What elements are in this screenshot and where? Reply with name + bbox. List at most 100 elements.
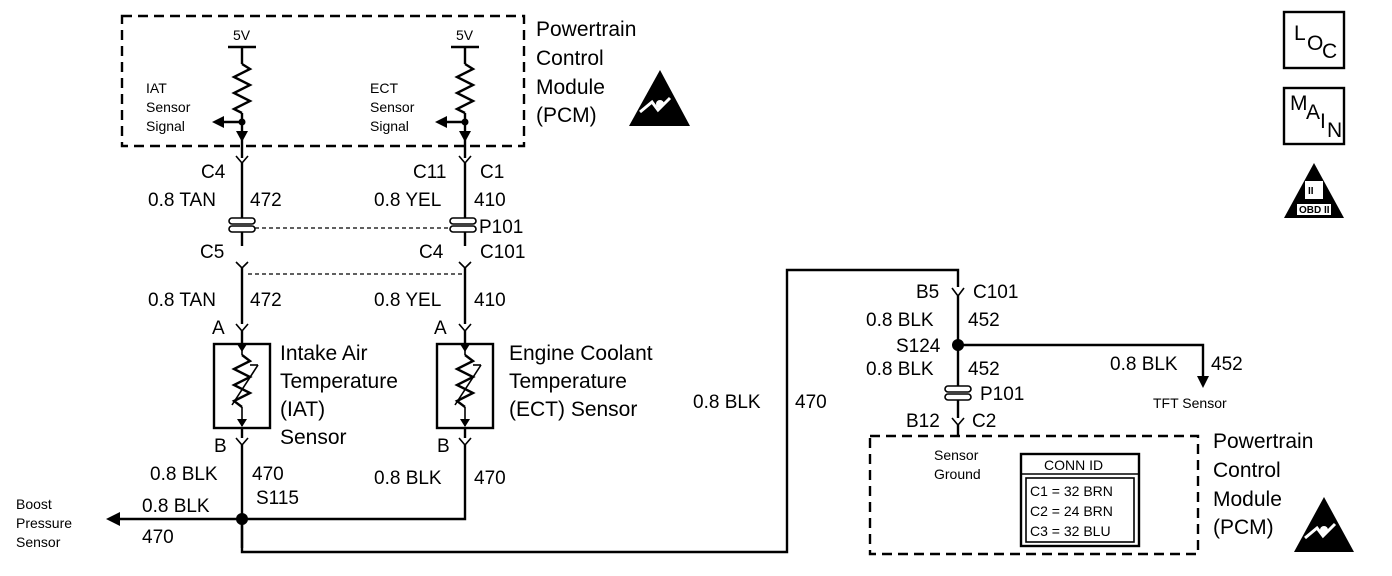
- ect-thermistor-icon: [435, 342, 495, 430]
- right-bottom-pin: B12: [906, 411, 940, 432]
- pcm-top-title-3: Module: [536, 76, 605, 99]
- ect-sensor-name-3: (ECT) Sensor: [509, 398, 637, 421]
- iat-signal-label-2: Sensor: [146, 99, 191, 115]
- ground-run-470: 0.8 BLK 470: [240, 268, 960, 554]
- boost-sensor-circuit: Boost Pressure Sensor 0.8 BLK 470: [16, 496, 242, 550]
- ect-ground-wire-path: [242, 445, 467, 521]
- right-top-pin: B5: [916, 282, 939, 303]
- ect-inline-connector: [449, 217, 477, 233]
- boost-label-2: Pressure: [16, 515, 72, 531]
- ect-pin-a: A: [434, 318, 447, 339]
- ect-wire-lower: 0.8 YEL: [374, 290, 441, 311]
- right-bottom-connector: C2: [972, 411, 996, 432]
- ect-5v-label: 5V: [456, 27, 474, 43]
- tft-wire-path: [958, 343, 1205, 380]
- pcm-top-title-2: Control: [536, 47, 604, 70]
- ect-ground-circuit: 470: [474, 468, 506, 489]
- ect-inline-pin: C4: [419, 242, 444, 263]
- ect-inline-connector-id: C101: [480, 242, 525, 263]
- iat-circuit-lower: 472: [250, 290, 282, 311]
- loc-letter-o: O: [1307, 32, 1323, 55]
- sensor-ground-label-1: Sensor: [934, 447, 979, 463]
- main-letter-n: N: [1327, 119, 1342, 142]
- loc-letter-c: C: [1322, 40, 1337, 63]
- ect-signal-label-3: Signal: [370, 118, 409, 134]
- iat-splice-label: S115: [256, 488, 299, 509]
- pcm-bottom-title-2: Control: [1213, 459, 1281, 482]
- tft-wire: 0.8 BLK: [1110, 354, 1178, 375]
- obd-label: OBD II: [1299, 205, 1330, 216]
- boost-wire: 0.8 BLK: [142, 496, 210, 517]
- iat-inline-connector-label: C5: [200, 242, 224, 263]
- iat-pin-b: B: [214, 436, 227, 457]
- iat-wire-upper: 0.8 TAN: [148, 190, 216, 211]
- ect-pcm-connector-id: C1: [480, 162, 504, 183]
- ect-circuit: C11 C1 0.8 YEL 410 P101 C4 C101 0.8 YEL …: [242, 155, 653, 521]
- conn-id-row-1: C1 = 32 BRN: [1030, 483, 1113, 499]
- pcm-top-title-1: Powertrain: [536, 18, 636, 41]
- conn-id-row-2: C2 = 24 BRN: [1030, 503, 1113, 519]
- pcm-top-title-4: (PCM): [536, 104, 597, 127]
- iat-wire-lower: 0.8 TAN: [148, 290, 216, 311]
- ect-pullup-resistor: 5V: [435, 27, 479, 158]
- conn-id-title: CONN ID: [1044, 457, 1103, 473]
- iat-ground-circuit: 470: [252, 464, 284, 485]
- right-circuit: B5 C101 0.8 BLK 452 S124 0.8 BLK 452 TFT…: [866, 282, 1243, 436]
- boost-label-3: Sensor: [16, 534, 61, 550]
- tft-label: TFT Sensor: [1153, 395, 1227, 411]
- tft-connector-arrow-icon: [1197, 376, 1209, 388]
- right-inline-connector-name: P101: [980, 384, 1024, 405]
- right-wire-1: 0.8 BLK: [866, 310, 934, 331]
- iat-pullup-resistor: 5V: [212, 27, 256, 158]
- ect-ground-wire: 0.8 BLK: [374, 468, 442, 489]
- iat-pcm-connector: C4: [201, 162, 226, 183]
- loc-icon: L O C: [1282, 10, 1346, 70]
- pcm-bottom-outline: [868, 434, 1200, 556]
- main-icon: M A I N: [1282, 86, 1346, 146]
- iat-circuit-upper: 472: [250, 190, 282, 211]
- right-wire-2: 0.8 BLK: [866, 359, 934, 380]
- iat-sensor-name-1: Intake Air: [280, 342, 368, 365]
- boost-connector-arrow-icon: [106, 512, 120, 526]
- main-letter-m: M: [1290, 92, 1308, 115]
- main-letter-a: A: [1306, 101, 1320, 124]
- boost-label-1: Boost: [16, 496, 52, 512]
- obd-glyph: II: [1308, 186, 1314, 197]
- pcm-top-outline: [120, 14, 526, 148]
- iat-sensor-name-2: Temperature: [280, 370, 398, 393]
- boost-circuit: 470: [142, 527, 174, 548]
- right-inline-connector: [944, 385, 972, 401]
- iat-circuit: C4 0.8 TAN 472 C5 0.8 TAN 472 A Intake A…: [148, 155, 398, 548]
- esd-warning-icon: [1294, 497, 1354, 552]
- sensor-ground-label-2: Ground: [934, 466, 981, 482]
- ect-sensor-name-2: Temperature: [509, 370, 627, 393]
- conn-id-table: CONN ID C1 = 32 BRN C2 = 24 BRN C3 = 32 …: [1019, 452, 1141, 548]
- pcm-bottom-module: Sensor Ground CONN ID C1 = 32 BRN C2 = 2…: [868, 430, 1354, 556]
- iat-ground-wire: 0.8 BLK: [150, 464, 218, 485]
- ect-inline-connector-name: P101: [479, 217, 523, 238]
- middle-wire: 0.8 BLK: [693, 392, 761, 413]
- tft-circuit: 452: [1211, 354, 1243, 375]
- ect-pin-b: B: [437, 436, 450, 457]
- iat-sensor-name-3: (IAT): [280, 398, 325, 421]
- right-splice-label: S124: [896, 336, 941, 357]
- iat-signal-label-3: Signal: [146, 118, 185, 134]
- right-circuit-2: 452: [968, 359, 1000, 380]
- right-circuit-1: 452: [968, 310, 1000, 331]
- loc-letter-l: L: [1294, 22, 1306, 45]
- esd-warning-icon: [629, 70, 690, 126]
- pcm-bottom-title-1: Powertrain: [1213, 430, 1313, 453]
- ect-sensor-name-1: Engine Coolant: [509, 342, 653, 365]
- iat-pin-a: A: [212, 318, 225, 339]
- ect-circuit-lower: 410: [474, 290, 506, 311]
- iat-5v-label: 5V: [233, 27, 251, 43]
- middle-circuit: 470: [795, 392, 827, 413]
- ect-pcm-connector: C11: [413, 162, 446, 183]
- iat-signal-label-1: IAT: [146, 80, 167, 96]
- ect-circuit-upper: 410: [474, 190, 506, 211]
- obd-ii-icon: II OBD II: [1284, 163, 1344, 218]
- pcm-top-module: Powertrain Control Module (PCM) 5V IAT S…: [120, 14, 690, 158]
- conn-id-row-3: C3 = 32 BLU: [1030, 523, 1111, 539]
- pcm-bottom-title-3: Module: [1213, 488, 1282, 511]
